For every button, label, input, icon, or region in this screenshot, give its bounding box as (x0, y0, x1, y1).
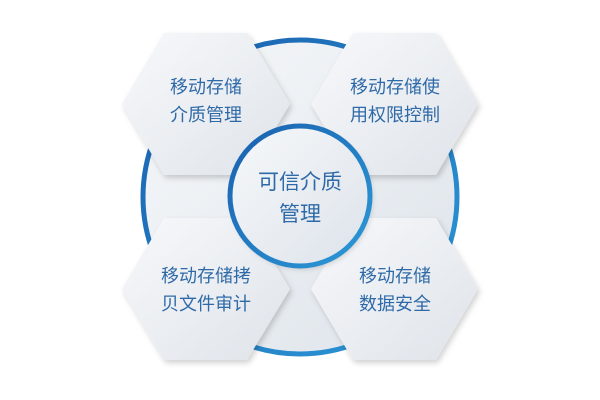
node-top-right-line1: 移动存储使 (350, 77, 440, 98)
node-top-right: 移动存储使 用权限控制 (334, 74, 456, 130)
center-label-line2: 管理 (279, 202, 321, 226)
node-bottom-left-line1: 移动存储拷 (161, 266, 251, 287)
center-disc (230, 126, 370, 266)
outer-ring (140, 37, 460, 357)
node-top-right-line2: 用权限控制 (350, 105, 440, 126)
node-top-left-line2: 介质管理 (170, 105, 242, 126)
center-ring (227, 123, 373, 269)
node-top-left: 移动存储 介质管理 (146, 74, 266, 130)
center-label: 可信介质 管理 (240, 166, 360, 230)
hexagon-top-right (311, 33, 478, 175)
node-bottom-right-line1: 移动存储 (359, 266, 431, 287)
node-bottom-left-line2: 贝文件审计 (161, 294, 251, 315)
node-bottom-left: 移动存储拷 贝文件审计 (146, 263, 266, 319)
node-top-left-line1: 移动存储 (170, 77, 242, 98)
hexagon-top-left (122, 33, 290, 175)
node-bottom-right: 移动存储 数据安全 (334, 263, 456, 319)
center-label-line1: 可信介质 (258, 170, 342, 194)
hexagon-bottom-right (311, 218, 478, 360)
node-bottom-right-line2: 数据安全 (359, 294, 431, 315)
hexagon-bottom-left (122, 218, 290, 360)
